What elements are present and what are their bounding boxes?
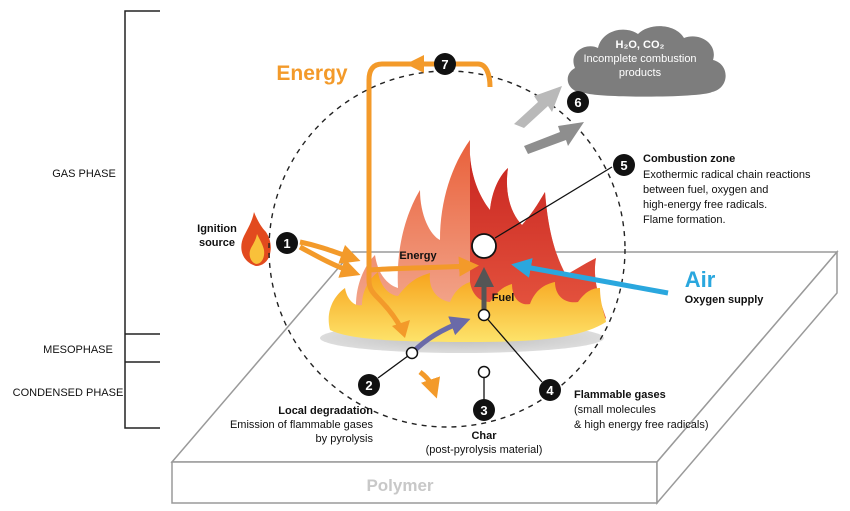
mesophase-label: MESOPHASE (43, 344, 113, 356)
svg-text:2: 2 (365, 378, 372, 393)
energy-loop-arrow (366, 61, 493, 332)
degradation-point (405, 346, 419, 360)
step-badge-1: 1 (276, 232, 298, 254)
step3-line1: (post-pyrolysis material) (426, 444, 543, 456)
step5-line3: high-energy free radicals. (643, 199, 767, 211)
step5-line4: Flame formation. (643, 214, 726, 226)
ignition-flame-icon (241, 212, 271, 266)
svg-text:5: 5 (620, 158, 627, 173)
step5-title: Combustion zone (643, 153, 735, 165)
energy-inner-label: Energy (399, 250, 437, 262)
step4-leader (483, 314, 543, 383)
energy-loop-arrowhead (406, 55, 424, 73)
reaction-zone-circle (268, 70, 626, 428)
step-badge-6: 6 (567, 91, 589, 113)
degradation-heat-arrow (418, 370, 441, 399)
step2-line1: Emission of flammable gases (230, 419, 374, 431)
step-badge-5: 5 (613, 154, 635, 176)
energy-to-combustion-arrow (368, 256, 479, 277)
step2-title: Local degradation (278, 405, 373, 417)
phase-bracket (124, 10, 160, 429)
step4-title: Flammable gases (574, 389, 666, 401)
step-badge-7: 7 (434, 53, 456, 75)
step4-line2: & high energy free radicals) (574, 419, 709, 431)
ignition-arrow-1 (299, 239, 361, 264)
step5-line2: between fuel, oxygen and (643, 184, 768, 196)
step3-title: Char (471, 430, 497, 442)
step5-line1: Exothermic radical chain reactions (643, 169, 811, 181)
cloud-line3: products (619, 67, 662, 79)
svg-text:6: 6 (574, 95, 581, 110)
gas-phase-label: GAS PHASE (52, 168, 116, 180)
step5-leader (494, 166, 613, 239)
ignition-label-2: source (199, 237, 235, 249)
svg-text:3: 3 (480, 403, 487, 418)
oxygen-supply-label: Oxygen supply (685, 294, 765, 306)
svg-text:4: 4 (546, 383, 554, 398)
combustion-point (471, 233, 497, 259)
char-point (477, 365, 491, 379)
step-badge-2: 2 (358, 374, 380, 396)
energy-title: Energy (276, 62, 348, 85)
air-arrow (511, 258, 669, 296)
step2-line2: by pyrolysis (316, 433, 374, 445)
step-badge-3: 3 (473, 399, 495, 421)
product-arrow-light (514, 86, 562, 128)
polymer-label: Polymer (366, 476, 433, 495)
step4-line1: (small molecules (574, 404, 656, 416)
cloud-line1: H₂O, CO₂ (616, 39, 665, 51)
svg-text:7: 7 (441, 57, 448, 72)
svg-text:1: 1 (283, 236, 290, 251)
products-cloud (567, 26, 726, 97)
ignition-label-1: Ignition (197, 223, 237, 235)
ignition-arrow-2 (298, 244, 361, 278)
air-label: Air (685, 267, 716, 292)
step2-leader (377, 352, 413, 379)
fuel-label: Fuel (492, 292, 515, 304)
fuel-point (477, 308, 491, 322)
cloud-line2: Incomplete combustion (583, 53, 696, 65)
condensed-phase-label: CONDENSED PHASE (13, 387, 124, 399)
product-arrow-dark (524, 122, 584, 154)
step-badge-4: 4 (539, 379, 561, 401)
